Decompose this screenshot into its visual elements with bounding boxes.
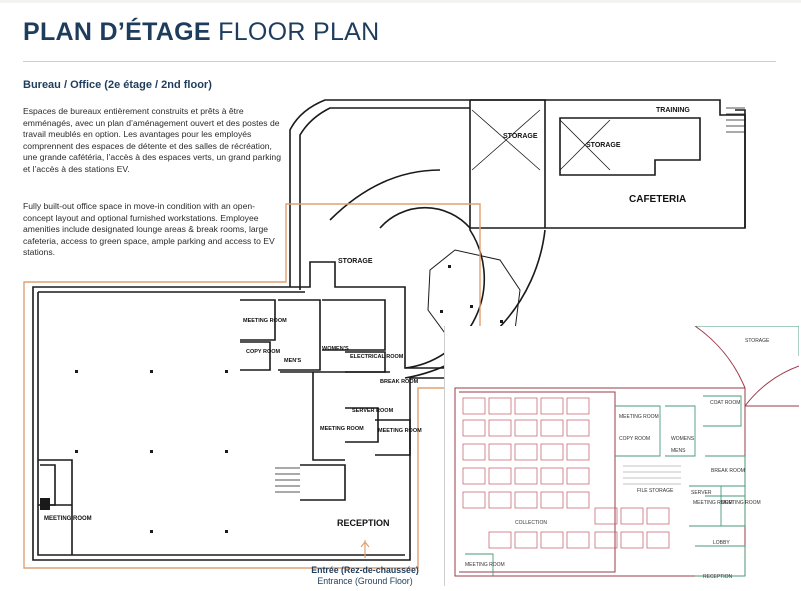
inset-room-reception: RECEPTION [703,574,733,580]
inset-room-copy: COPY ROOM [619,436,650,442]
inset-room-storage: STORAGE [745,338,770,344]
inset-room-server: SERVER [691,490,712,496]
room-reception: RECEPTION [337,518,390,528]
entrance-label-fr: Entrée (Rez-de-chaussée) [311,565,419,575]
section-heading: Bureau / Office (2e étage / 2nd floor) [23,79,212,91]
paragraph-english: Fully built-out office space in move-in … [23,201,275,258]
inset-room-collection: COLLECTION [515,520,547,526]
inset-plan-drawing: STORAGE COAT ROOM MEETING ROOM COPY ROOM… [454,325,800,580]
inset-room-mens: MENS [671,448,686,454]
page-title: PLAN D’ÉTAGE FLOOR PLAN [23,18,380,47]
room-storage-top-right: STORAGE [586,142,621,149]
room-electrical: ELECTRICAL ROOM [350,354,404,360]
room-meeting-2: MEETING ROOM [320,426,364,432]
title-bold: PLAN D’ÉTAGE [23,18,211,46]
inset-room-womens: WOMENS [671,436,695,442]
room-meeting-1: MEETING ROOM [243,318,287,324]
room-copy: COPY ROOM [246,349,281,355]
room-mens: MEN'S [284,358,302,364]
room-meeting-4: MEETING ROOM [44,516,92,522]
room-storage-top-left: STORAGE [503,133,538,140]
entrance-caption: Entrée (Rez-de-chaussée) Entrance (Groun… [300,565,430,587]
room-womens: WOMEN'S [322,346,349,352]
inset-room-meeting-c: MEETING ROOM [721,500,761,506]
title-divider [23,61,776,62]
inset-room-meeting-a: MEETING ROOM [619,414,659,420]
room-server: SERVER ROOM [352,408,394,414]
inset-room-meeting-d: MEETING ROOM [465,562,505,568]
inset-room-meeting-b: MEETING ROOM [693,500,733,506]
inset-room-file-storage: FILE STORAGE [637,488,674,494]
room-cafeteria: CAFETERIA [629,194,686,205]
paragraph-french: Espaces de bureaux entièrement construit… [23,106,281,174]
room-meeting-3: MEETING ROOM [378,428,422,434]
inset-room-break: BREAK ROOM [711,468,745,474]
inset-floor-plan: STORAGE COAT ROOM MEETING ROOM COPY ROOM… [444,325,800,586]
room-training: TRAINING [656,107,690,114]
title-light: FLOOR PLAN [218,18,380,46]
room-storage-mid: STORAGE [338,258,373,265]
top-border [0,0,801,3]
inset-room-lobby: LOBBY [713,540,730,546]
room-break: BREAK ROOM [380,379,419,385]
entrance-label-en: Entrance (Ground Floor) [317,576,413,586]
inset-room-coat: COAT ROOM [710,400,740,406]
